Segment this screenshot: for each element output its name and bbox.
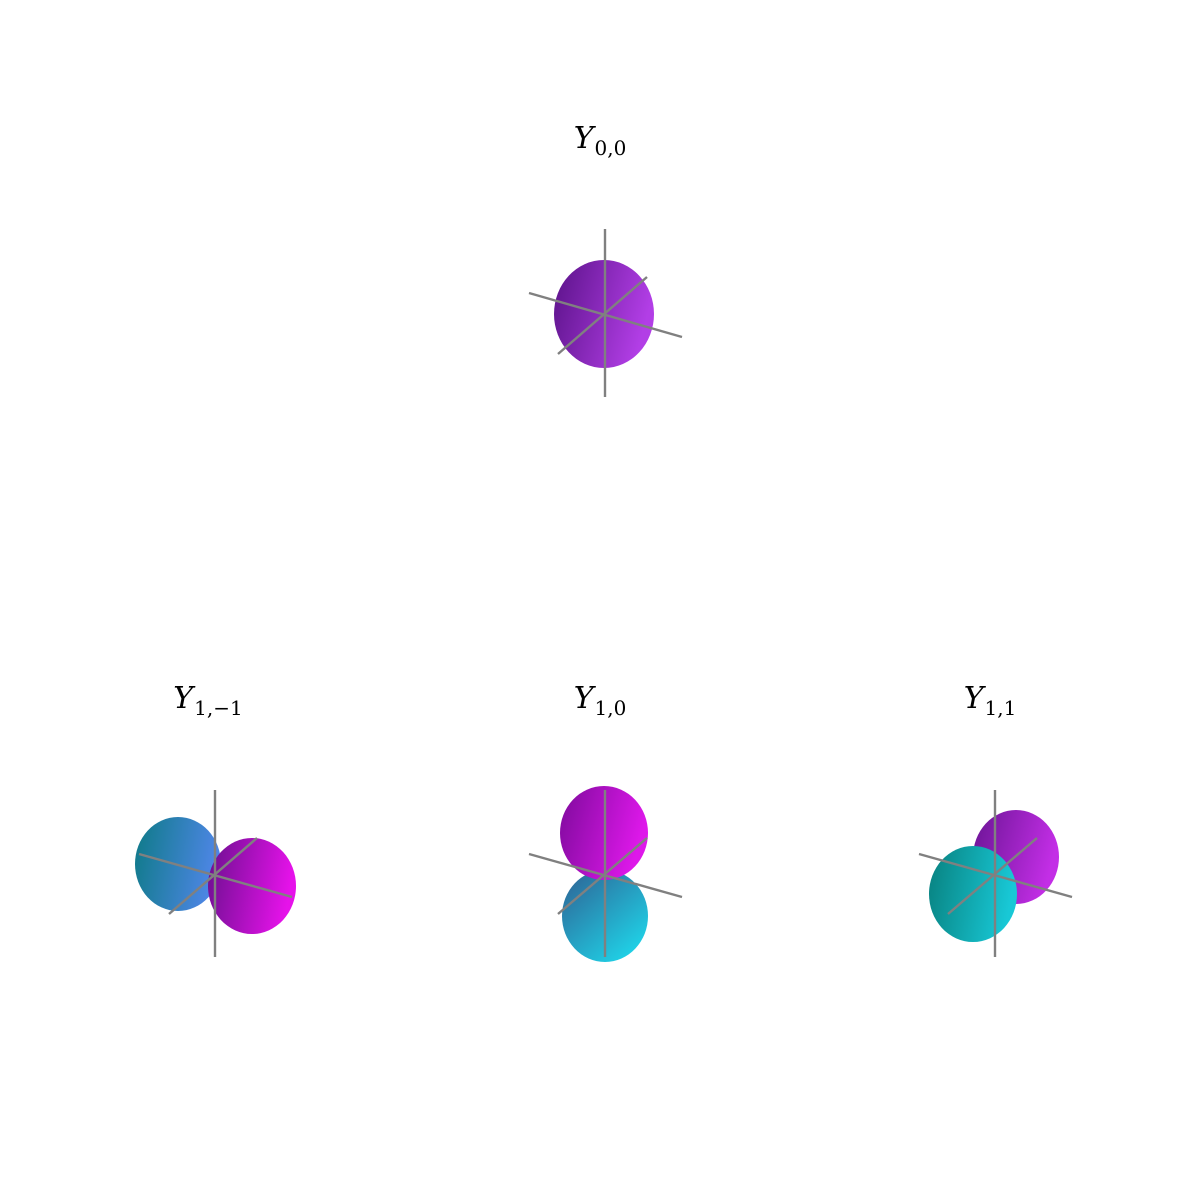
panel-y00 <box>528 229 683 397</box>
axis-y <box>557 276 648 355</box>
axes-y11 <box>918 790 1073 957</box>
axes-y1m1 <box>138 790 293 957</box>
panel-y11 <box>918 790 1073 957</box>
axis-y <box>168 837 258 915</box>
panel-title-y1m1: Y1,−1 <box>173 681 243 720</box>
axis-y <box>557 837 648 915</box>
axis-y <box>947 837 1038 915</box>
axis-x <box>528 852 683 899</box>
panel-title-y10: Y1,0 <box>573 681 627 720</box>
panel-y1m1 <box>135 790 296 957</box>
axes-y10 <box>528 790 683 957</box>
axis-x <box>528 291 683 339</box>
panel-title-y00: Y0,0 <box>573 121 627 160</box>
axis-x <box>138 852 293 899</box>
axes-y00 <box>528 229 683 397</box>
panel-y10 <box>528 786 683 962</box>
panel-title-y11: Y1,1 <box>963 681 1017 720</box>
axis-x <box>918 852 1073 899</box>
